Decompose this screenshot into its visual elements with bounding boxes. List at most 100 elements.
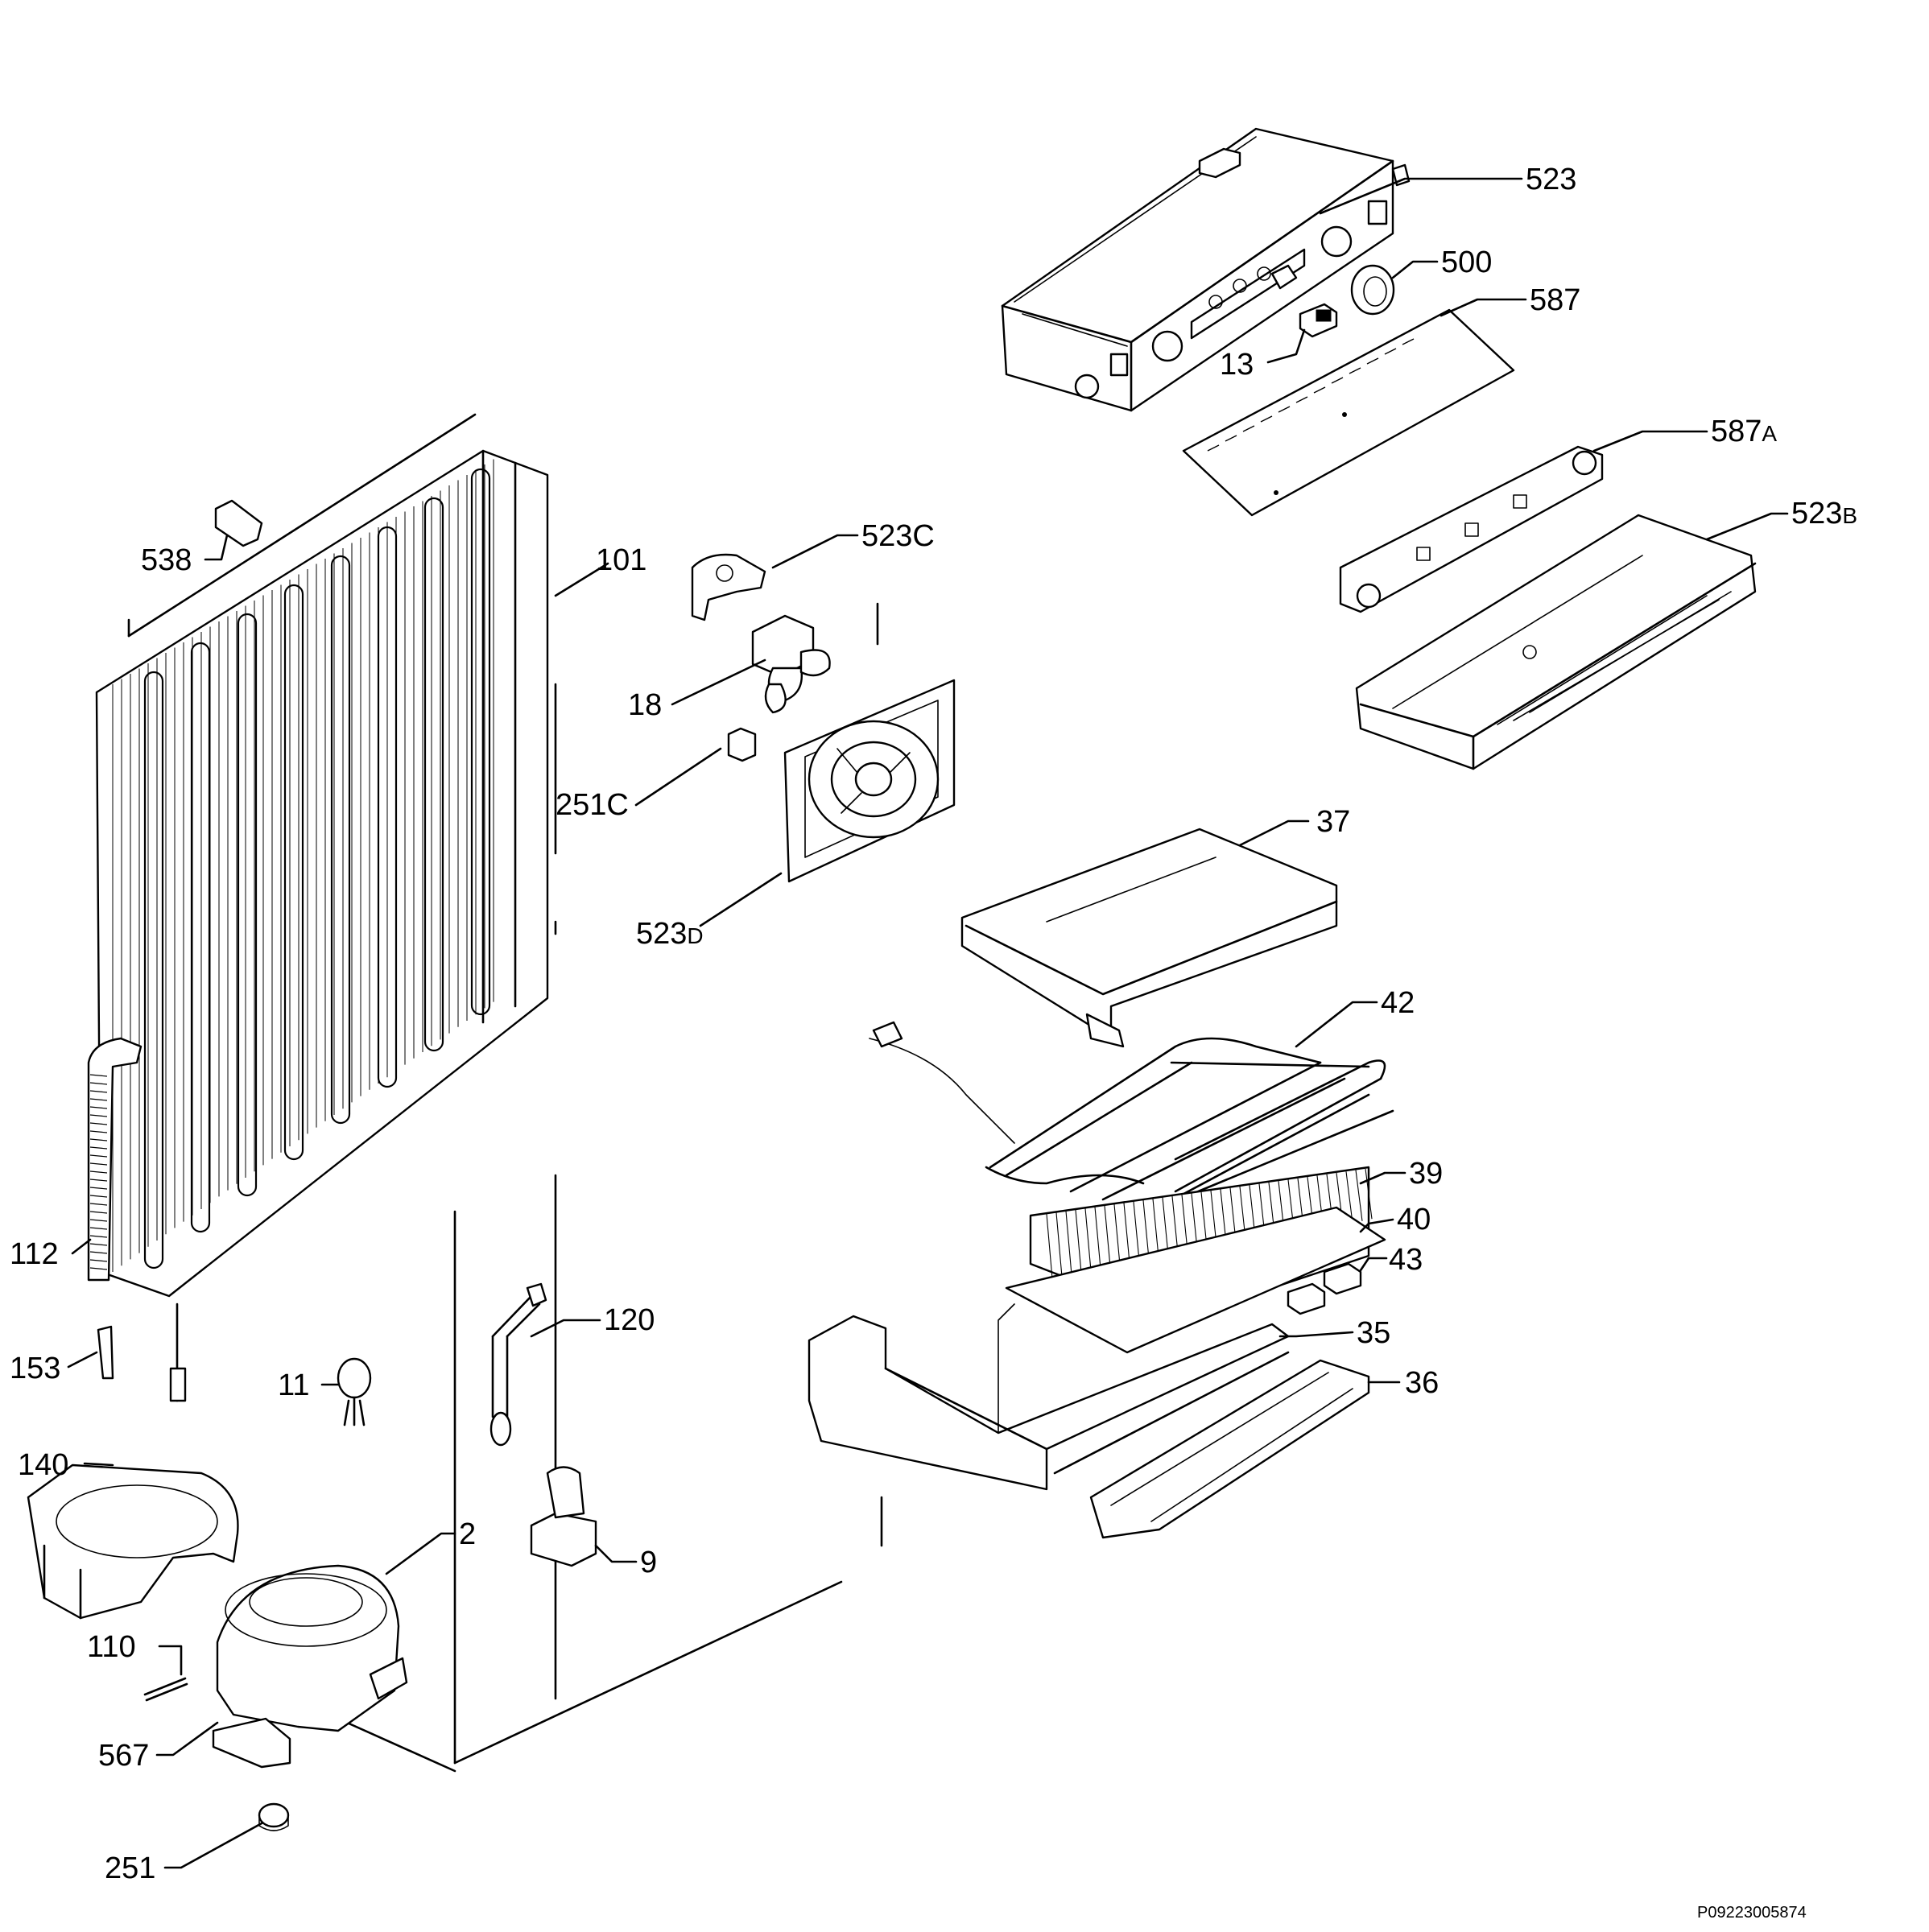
control-housing-523 bbox=[1001, 127, 1411, 412]
evaporator-fin bbox=[1355, 1170, 1363, 1221]
hose-rib bbox=[89, 1122, 108, 1125]
pcb-trace bbox=[1384, 348, 1397, 355]
part-36 bbox=[1089, 1359, 1370, 1539]
tray-140 bbox=[27, 1463, 239, 1620]
label-39: 39 bbox=[1409, 1157, 1443, 1191]
pcb-trace bbox=[1366, 357, 1379, 365]
hose-rib bbox=[89, 1106, 108, 1109]
label-140: 140 bbox=[18, 1448, 68, 1482]
label-101: 101 bbox=[596, 543, 646, 577]
part-538 bbox=[214, 499, 263, 547]
part-11 bbox=[337, 1357, 372, 1426]
part-251c bbox=[727, 727, 757, 762]
label-523c-number: 523 bbox=[861, 519, 912, 553]
pcb-trace bbox=[1242, 425, 1255, 432]
evaporator-fin bbox=[1046, 1213, 1054, 1289]
label-251c: 251C bbox=[556, 788, 629, 822]
leader-lines bbox=[67, 177, 1789, 1869]
hose-rib bbox=[89, 1154, 108, 1158]
pcb-trace bbox=[1260, 415, 1273, 423]
label-538: 538 bbox=[141, 543, 192, 577]
heater-tube-42 bbox=[869, 1021, 1394, 1217]
label-35: 35 bbox=[1357, 1316, 1390, 1350]
hose-rib bbox=[89, 1074, 108, 1077]
label-523c: 523C bbox=[861, 519, 935, 553]
tray-35 bbox=[808, 1303, 1290, 1491]
hose-rib bbox=[89, 1227, 108, 1230]
hose-rib bbox=[89, 1235, 108, 1238]
hose-rib bbox=[89, 1187, 108, 1190]
pcb-trace bbox=[1295, 396, 1308, 403]
label-567: 567 bbox=[98, 1739, 149, 1773]
hose-rib bbox=[89, 1114, 108, 1117]
hose-rib bbox=[89, 1211, 108, 1214]
label-40: 40 bbox=[1397, 1203, 1431, 1236]
label-251: 251 bbox=[105, 1852, 155, 1885]
part-43 bbox=[1287, 1262, 1362, 1315]
pcb-trace bbox=[1207, 444, 1220, 452]
pcb-trace bbox=[1225, 435, 1237, 442]
evaporator-fin bbox=[1345, 1171, 1353, 1224]
label-153: 153 bbox=[10, 1352, 60, 1385]
label-43: 43 bbox=[1389, 1243, 1423, 1277]
condenser-coil bbox=[423, 497, 444, 1052]
label-587a: 587A bbox=[1711, 415, 1777, 448]
label-13: 13 bbox=[1220, 348, 1254, 382]
label-523b-suffix: B bbox=[1842, 503, 1857, 528]
label-112: 112 bbox=[10, 1237, 59, 1271]
fan-motor-18 bbox=[751, 614, 831, 714]
part-9 bbox=[530, 1466, 597, 1567]
sensor-120 bbox=[489, 1282, 547, 1447]
label-523d-number: 523 bbox=[636, 917, 687, 951]
part-523c-bracket bbox=[691, 553, 766, 621]
label-523c-suffix: C bbox=[912, 519, 934, 553]
pcb-trace bbox=[1349, 367, 1361, 374]
label-18: 18 bbox=[628, 688, 662, 722]
condenser-coil bbox=[143, 671, 164, 1269]
label-587a-suffix: A bbox=[1762, 421, 1777, 446]
callout-labels: 523 500 587 13 587A 523B 523C 538 101 18… bbox=[10, 163, 1857, 1885]
compressor-2 bbox=[212, 1564, 408, 1769]
switch-13 bbox=[1299, 303, 1338, 338]
pcb-trace bbox=[1402, 338, 1415, 345]
part-153 bbox=[97, 1325, 114, 1380]
label-587a-number: 587 bbox=[1711, 415, 1762, 448]
label-523d-suffix: D bbox=[687, 923, 703, 948]
label-120: 120 bbox=[604, 1303, 655, 1337]
fan-cover-523d bbox=[783, 679, 956, 883]
evaporator-fin bbox=[1365, 1168, 1373, 1220]
pcb-trace bbox=[1278, 406, 1291, 413]
label-42: 42 bbox=[1381, 986, 1415, 1020]
condenser-101 bbox=[95, 449, 549, 1402]
label-523: 523 bbox=[1526, 163, 1576, 196]
hose-rib bbox=[89, 1138, 108, 1141]
label-2: 2 bbox=[459, 1517, 476, 1551]
condenser-coil bbox=[330, 555, 351, 1125]
shelf-37 bbox=[960, 828, 1338, 1048]
hose-rib bbox=[89, 1259, 108, 1262]
part-110 bbox=[143, 1677, 188, 1702]
pcb-dot bbox=[1342, 412, 1347, 417]
knob-500 bbox=[1350, 264, 1395, 316]
label-37: 37 bbox=[1316, 805, 1350, 839]
condenser-coil bbox=[190, 642, 211, 1233]
drain-hose-112 bbox=[87, 1037, 143, 1282]
hose-rib bbox=[89, 1251, 108, 1254]
hose-rib bbox=[89, 1170, 108, 1174]
hose-rib bbox=[89, 1243, 108, 1246]
hose-rib bbox=[89, 1146, 108, 1150]
hose-rib bbox=[89, 1162, 108, 1166]
pcb-dot bbox=[1274, 490, 1278, 495]
plate-40 bbox=[1005, 1206, 1386, 1354]
condenser-coil bbox=[237, 613, 258, 1197]
hose-rib bbox=[89, 1203, 108, 1206]
hose-rib bbox=[89, 1090, 108, 1093]
hose-rib bbox=[89, 1082, 108, 1085]
condenser-coil bbox=[377, 526, 398, 1088]
label-9: 9 bbox=[640, 1546, 657, 1579]
pcb-trace bbox=[1313, 386, 1326, 394]
label-523d: 523D bbox=[636, 917, 704, 951]
part-587a bbox=[1339, 445, 1604, 613]
label-523b-number: 523 bbox=[1791, 497, 1842, 530]
